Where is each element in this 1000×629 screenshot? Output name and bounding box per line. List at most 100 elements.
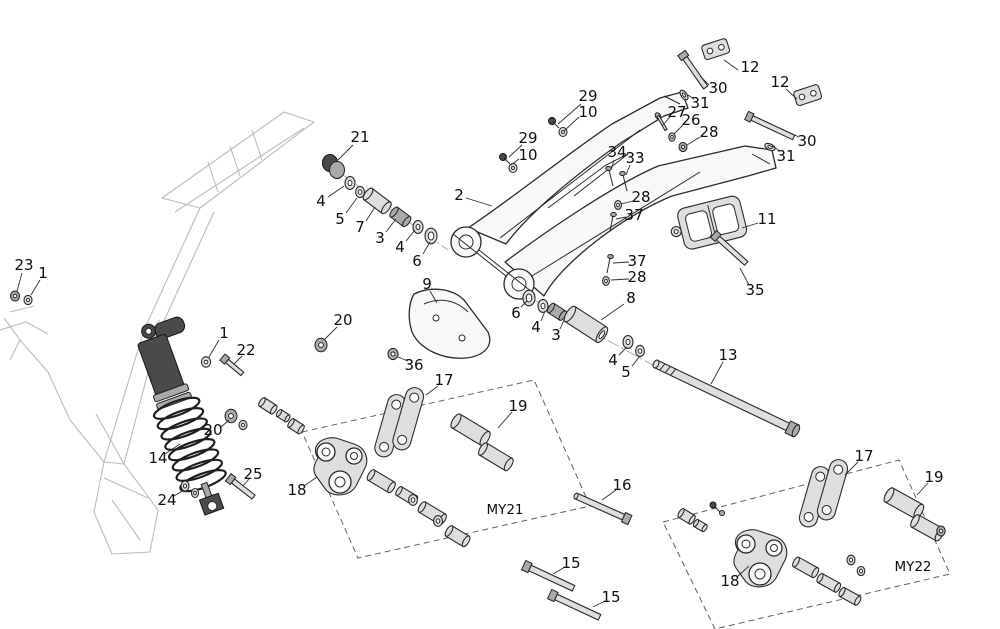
part-label-24: 24 — [157, 491, 176, 509]
leader-line-1 — [30, 279, 41, 296]
bolt-16 — [573, 492, 633, 526]
spacer-cylinder — [838, 586, 862, 606]
leader-line-28 — [620, 200, 634, 205]
bushing-small — [692, 518, 708, 533]
bushing-small — [275, 408, 291, 423]
leader-line-36 — [397, 356, 409, 362]
fastener-pair-28-37-upper — [609, 200, 622, 232]
part-label-37: 37 — [624, 206, 643, 224]
leader-line-35 — [739, 267, 750, 286]
part-label-20: 20 — [203, 421, 222, 439]
leader-line-30 — [785, 130, 800, 138]
part-label-13: 13 — [718, 346, 737, 364]
bushing-3 — [389, 206, 412, 228]
washer-1-mid — [200, 356, 212, 368]
part-label-9: 9 — [422, 275, 432, 293]
part-label-17: 17 — [434, 371, 453, 389]
leader-line-28 — [686, 136, 701, 146]
leader-line-19 — [916, 482, 929, 496]
group-label-my21: MY21 — [486, 502, 523, 518]
link-plate-17 — [816, 459, 849, 521]
bushing-19 — [450, 413, 491, 447]
fastener-pair-37-28-lower — [602, 254, 614, 286]
part-label-2: 2 — [454, 186, 464, 204]
leader-line-11 — [741, 222, 759, 229]
part-label-19: 19 — [508, 397, 527, 415]
nut-20-a — [314, 337, 328, 353]
fastener-set-23-1 — [10, 290, 33, 306]
spacer-cylinder — [366, 469, 396, 494]
bushing-small — [677, 507, 696, 525]
bolt-30-b — [743, 110, 796, 141]
part-label-4: 4 — [531, 318, 541, 336]
leader-line-14 — [164, 443, 181, 455]
part-label-14: 14 — [148, 449, 167, 467]
leader-line-20 — [324, 326, 338, 340]
part-label-22: 22 — [236, 341, 255, 359]
leader-line-1 — [208, 339, 220, 358]
leader-line-4 — [327, 185, 345, 198]
part-label-34: 34 — [607, 143, 626, 161]
leader-line-30 — [699, 75, 710, 86]
spacer-8 — [563, 305, 609, 344]
part-label-1: 1 — [219, 324, 229, 342]
part-label-28: 28 — [699, 123, 718, 141]
part-label-37: 37 — [627, 252, 646, 270]
leader-line-25 — [242, 478, 250, 487]
bolt-15-b — [546, 588, 602, 621]
leader-line-18 — [736, 565, 750, 578]
part-label-3: 3 — [375, 229, 385, 247]
leader-line-29 — [508, 144, 523, 158]
linkage-assembly-my21 — [258, 387, 514, 548]
part-label-5: 5 — [621, 363, 631, 381]
bushing-19 — [478, 442, 514, 472]
part-label-12: 12 — [770, 73, 789, 91]
part-label-16: 16 — [612, 476, 631, 494]
part-label-3: 3 — [551, 326, 561, 344]
linkage-assembly-my22 — [677, 459, 946, 606]
leader-line-8 — [600, 303, 625, 321]
leader-line-18 — [303, 476, 318, 487]
part-label-30: 30 — [797, 132, 816, 150]
leader-line-17 — [425, 385, 439, 396]
part-label-25: 25 — [243, 465, 262, 483]
leader-line-19 — [497, 411, 513, 429]
spacer-cylinder — [792, 556, 820, 579]
leader-line-20 — [219, 419, 230, 429]
part-label-1: 1 — [38, 264, 48, 282]
fastener-set-29-10-b — [499, 153, 518, 174]
part-label-29: 29 — [578, 87, 597, 105]
nut-20-b — [224, 408, 248, 431]
leader-line-3 — [385, 218, 397, 233]
bolt-22 — [219, 353, 245, 377]
part-label-20: 20 — [333, 311, 352, 329]
part-label-12: 12 — [740, 58, 759, 76]
leader-line-23 — [16, 272, 23, 292]
bushing-small — [258, 397, 278, 415]
nut-small — [719, 510, 725, 516]
part-label-26: 26 — [681, 111, 700, 129]
washer-set-24 — [180, 480, 200, 499]
shock-spring — [152, 396, 227, 493]
leader-line-26 — [673, 124, 684, 135]
screw-small — [709, 501, 717, 509]
part-label-29: 29 — [518, 129, 537, 147]
leader-line-6 — [520, 300, 528, 308]
part-label-23: 23 — [14, 256, 33, 274]
group-label-my22: MY22 — [894, 559, 931, 575]
axle-bracket-12-a — [701, 38, 731, 61]
leader-line-15 — [592, 600, 606, 608]
leader-line-29 — [557, 103, 582, 125]
link-plate-17 — [374, 394, 407, 458]
leader-line-22 — [233, 355, 243, 365]
leader-line-24 — [173, 489, 185, 497]
leader-line-33 — [625, 164, 631, 176]
part-label-28: 28 — [631, 188, 650, 206]
leader-line-31 — [771, 145, 781, 152]
leader-line-4 — [405, 229, 416, 242]
bushing-small — [287, 418, 305, 435]
leader-line-16 — [601, 489, 617, 501]
